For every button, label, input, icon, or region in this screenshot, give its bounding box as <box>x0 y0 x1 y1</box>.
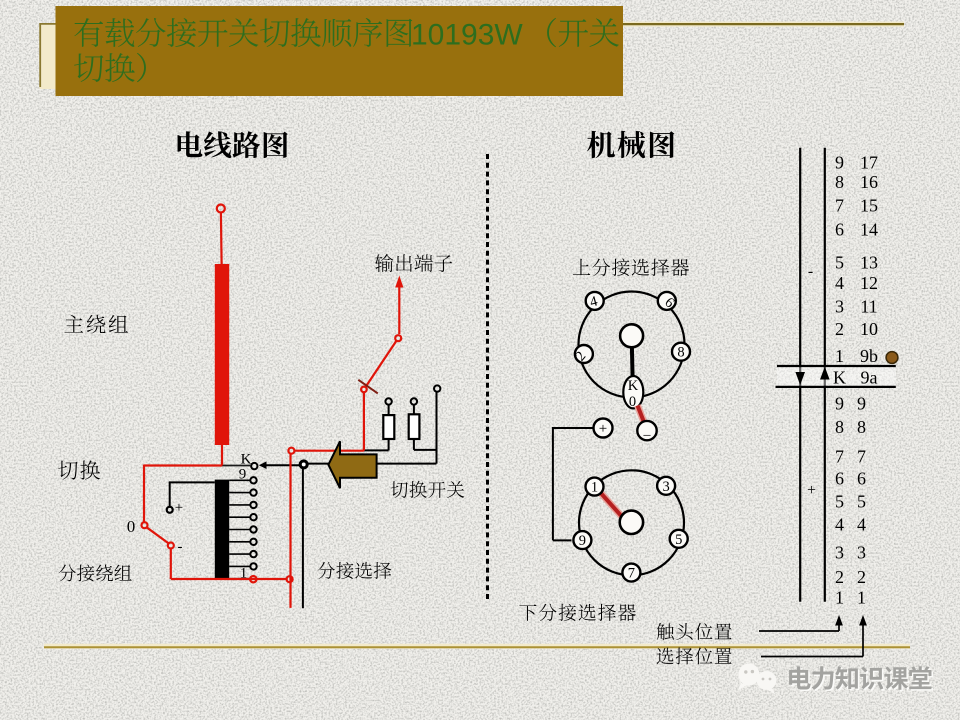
svg-text:+: + <box>807 482 816 499</box>
svg-text:_: _ <box>643 423 652 438</box>
svg-text:1: 1 <box>835 588 844 608</box>
svg-text:0: 0 <box>127 517 136 536</box>
svg-text:8: 8 <box>835 417 844 437</box>
svg-text:6: 6 <box>835 469 844 489</box>
svg-text:10193W: 10193W <box>411 19 523 52</box>
svg-text:17: 17 <box>860 153 878 173</box>
svg-text:11: 11 <box>860 297 877 317</box>
svg-text:6: 6 <box>857 469 866 489</box>
svg-text:+: + <box>599 421 607 437</box>
svg-text:9: 9 <box>857 394 866 414</box>
svg-text:3: 3 <box>662 479 669 495</box>
svg-text:15: 15 <box>860 196 878 216</box>
svg-text:2: 2 <box>835 567 844 587</box>
svg-text:14: 14 <box>860 220 878 240</box>
svg-text:7: 7 <box>857 447 866 467</box>
svg-text:5: 5 <box>835 253 844 273</box>
svg-text:5: 5 <box>857 492 866 512</box>
svg-text:7: 7 <box>835 196 844 216</box>
svg-text:9: 9 <box>835 153 844 173</box>
svg-text:3: 3 <box>835 543 844 563</box>
svg-text:9: 9 <box>579 533 586 549</box>
svg-text:-: - <box>808 263 813 280</box>
svg-text:1: 1 <box>835 346 844 366</box>
svg-text:8: 8 <box>857 417 866 437</box>
svg-text:0: 0 <box>629 394 636 410</box>
svg-text:1: 1 <box>857 588 866 608</box>
svg-text:+: + <box>175 500 183 516</box>
svg-text:3: 3 <box>857 543 866 563</box>
svg-text:7: 7 <box>628 566 635 582</box>
svg-text:K: K <box>628 378 639 394</box>
svg-text:K: K <box>241 452 252 468</box>
svg-text:-: - <box>178 539 183 555</box>
svg-text:5: 5 <box>835 492 844 512</box>
svg-text:1: 1 <box>240 566 248 582</box>
svg-text:7: 7 <box>835 447 844 467</box>
svg-text:10: 10 <box>860 319 878 339</box>
svg-text:8: 8 <box>677 345 684 361</box>
svg-text:4: 4 <box>835 515 844 535</box>
svg-text:9: 9 <box>835 394 844 414</box>
svg-text:9: 9 <box>239 467 247 483</box>
svg-text:K: K <box>833 368 846 388</box>
svg-text:13: 13 <box>860 253 878 273</box>
svg-text:5: 5 <box>675 532 682 548</box>
svg-text:2: 2 <box>857 567 866 587</box>
svg-text:4: 4 <box>588 293 600 311</box>
svg-text:2: 2 <box>835 319 844 339</box>
svg-text:4: 4 <box>857 515 866 535</box>
svg-text:8: 8 <box>835 172 844 192</box>
svg-text:3: 3 <box>835 297 844 317</box>
svg-text:1: 1 <box>591 480 598 496</box>
svg-text:4: 4 <box>835 273 844 293</box>
svg-text:6: 6 <box>835 220 844 240</box>
svg-text:9a: 9a <box>861 368 878 388</box>
svg-text:12: 12 <box>860 273 878 293</box>
svg-text:16: 16 <box>860 172 878 192</box>
svg-text:9b: 9b <box>860 346 878 366</box>
